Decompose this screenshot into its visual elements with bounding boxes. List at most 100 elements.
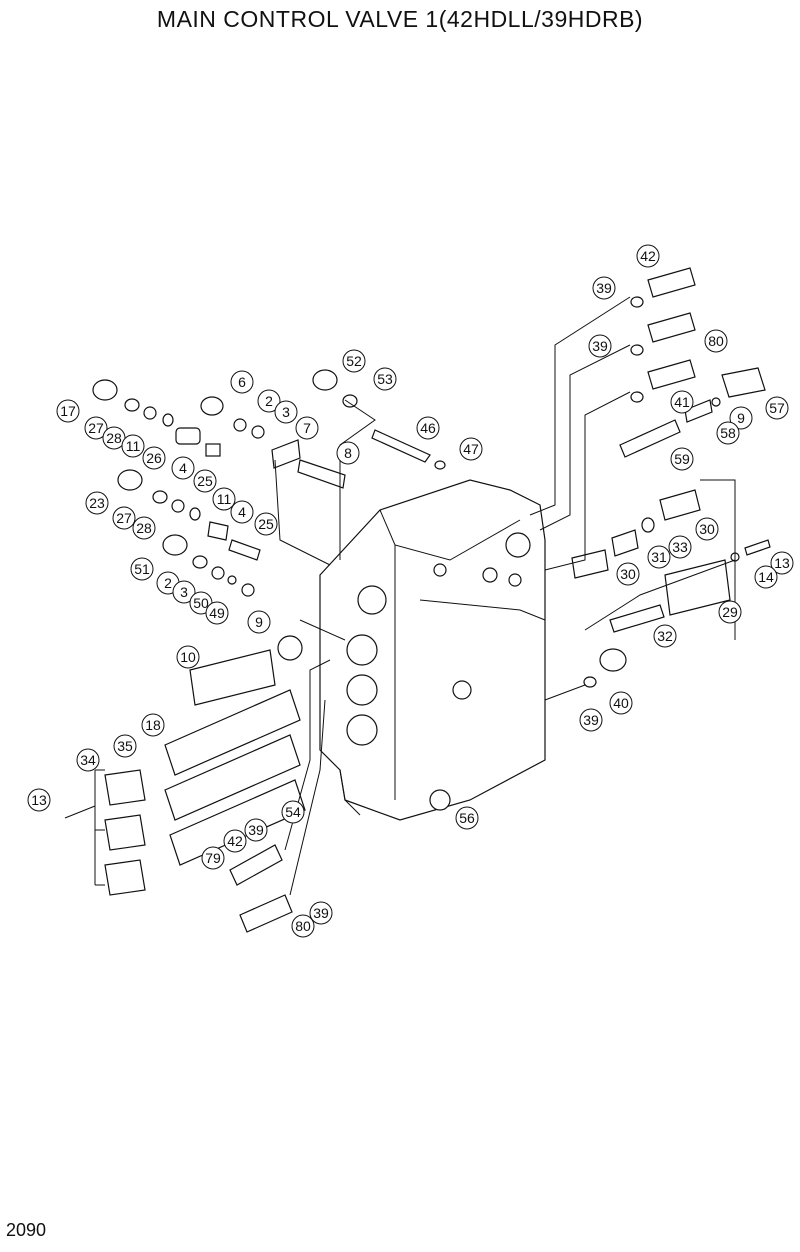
part-callout: 57 — [765, 396, 789, 420]
part-callout: 25 — [193, 469, 217, 493]
svg-text:51: 51 — [134, 561, 150, 577]
svg-text:56: 56 — [459, 810, 475, 826]
svg-text:13: 13 — [31, 792, 47, 808]
part-callout: 30 — [616, 562, 640, 586]
svg-text:4: 4 — [238, 504, 246, 520]
part-callout: 2 — [257, 389, 281, 413]
svg-text:30: 30 — [620, 566, 636, 582]
part-callout: 80 — [704, 329, 728, 353]
part-callout: 26 — [142, 446, 166, 470]
svg-text:14: 14 — [758, 569, 774, 585]
valve-body — [319, 479, 546, 821]
page-number: 2090 — [6, 1220, 47, 1240]
svg-text:80: 80 — [708, 333, 724, 349]
part-callout: 4 — [230, 500, 254, 524]
svg-text:11: 11 — [126, 438, 141, 454]
part-callout: 11 — [121, 434, 145, 458]
part-callout: 33 — [668, 535, 692, 559]
part-callout: 13 — [27, 788, 51, 812]
small-parts — [92, 369, 446, 661]
svg-text:33: 33 — [672, 539, 688, 555]
svg-text:59: 59 — [674, 451, 690, 467]
svg-text:13: 13 — [774, 555, 790, 571]
svg-text:4: 4 — [179, 460, 187, 476]
svg-text:8: 8 — [344, 445, 352, 461]
svg-text:41: 41 — [674, 394, 690, 410]
part-callout: 34 — [76, 748, 100, 772]
part-callout: 6 — [230, 370, 254, 394]
right-parts — [571, 267, 771, 688]
part-callout: 17 — [56, 399, 80, 423]
svg-text:3: 3 — [282, 404, 290, 420]
part-callout: 9 — [247, 610, 271, 634]
svg-text:80: 80 — [295, 918, 311, 934]
svg-text:52: 52 — [346, 353, 362, 369]
svg-text:2: 2 — [164, 575, 172, 591]
part-callout: 9 — [729, 406, 753, 430]
svg-text:39: 39 — [592, 338, 608, 354]
svg-text:25: 25 — [258, 516, 274, 532]
svg-text:79: 79 — [205, 850, 221, 866]
part-callout: 27 — [84, 416, 108, 440]
part-callout: 35 — [113, 734, 137, 758]
part-callout: 28 — [102, 426, 126, 450]
part-callout: 80 — [291, 914, 315, 938]
part-callout: 39 — [579, 708, 603, 732]
part-callout: 49 — [205, 601, 229, 625]
svg-text:42: 42 — [227, 833, 243, 849]
part-callout: 41 — [670, 390, 694, 414]
svg-text:27: 27 — [116, 510, 132, 526]
part-callout: 39 — [592, 276, 616, 300]
part-callout: 14 — [754, 565, 778, 589]
part-callout: 13 — [770, 551, 794, 575]
svg-text:10: 10 — [180, 649, 196, 665]
part-callout: 79 — [201, 846, 225, 870]
svg-text:18: 18 — [145, 717, 161, 733]
svg-text:26: 26 — [146, 450, 162, 466]
svg-text:31: 31 — [651, 549, 667, 565]
svg-text:58: 58 — [720, 425, 736, 441]
part-callout: 29 — [718, 600, 742, 624]
spool-group — [64, 649, 306, 933]
svg-text:50: 50 — [193, 595, 209, 611]
part-callout: 46 — [416, 416, 440, 440]
svg-text:3: 3 — [180, 584, 188, 600]
svg-text:28: 28 — [106, 430, 122, 446]
svg-text:39: 39 — [583, 712, 599, 728]
part-callout: 52 — [342, 349, 366, 373]
part-callout: 31 — [647, 545, 671, 569]
svg-text:17: 17 — [60, 403, 76, 419]
part-callout: 7 — [295, 416, 319, 440]
part-callout: 39 — [309, 901, 333, 925]
part-callout: 42 — [223, 829, 247, 853]
svg-text:9: 9 — [255, 614, 263, 630]
part-callout: 27 — [112, 506, 136, 530]
part-callout: 3 — [274, 400, 298, 424]
svg-text:34: 34 — [80, 752, 96, 768]
svg-text:54: 54 — [285, 804, 301, 820]
part-callout: 39 — [244, 818, 268, 842]
svg-text:25: 25 — [197, 473, 213, 489]
svg-text:42: 42 — [640, 248, 656, 264]
part-callout: 51 — [130, 557, 154, 581]
svg-text:53: 53 — [377, 371, 393, 387]
part-callout: 18 — [141, 713, 165, 737]
svg-text:39: 39 — [596, 280, 612, 296]
part-callout: 3 — [172, 580, 196, 604]
part-callout: 58 — [716, 421, 740, 445]
part-callout: 40 — [609, 691, 633, 715]
svg-text:39: 39 — [248, 822, 264, 838]
svg-text:9: 9 — [737, 410, 745, 426]
part-callout: 30 — [695, 517, 719, 541]
svg-text:29: 29 — [722, 604, 738, 620]
part-callout: 54 — [281, 800, 305, 824]
svg-text:32: 32 — [657, 628, 673, 644]
svg-text:2: 2 — [265, 393, 273, 409]
part-callout: 56 — [455, 806, 479, 830]
svg-text:40: 40 — [613, 695, 629, 711]
svg-text:6: 6 — [238, 374, 246, 390]
part-callouts: 42 39 80 39 41 9 57 58 59 52 53 6 2 3 7 … — [27, 244, 794, 938]
svg-text:27: 27 — [88, 420, 104, 436]
part-callout: 39 — [588, 334, 612, 358]
